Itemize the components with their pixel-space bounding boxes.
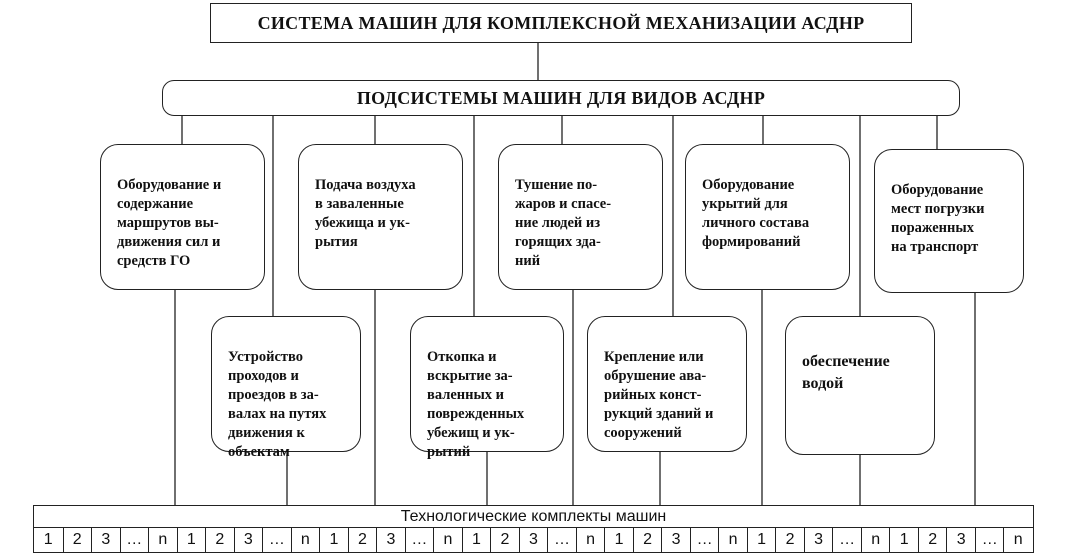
subsystems-box: ПОДСИСТЕМЫ МАШИН ДЛЯ ВИДОВ АСДНР xyxy=(162,80,960,116)
node-label: Крепление или обрушение ава- рийных конс… xyxy=(604,349,714,441)
node-label: Оборудование мест погрузки пораженных на… xyxy=(891,182,985,255)
node-route-equipment: Оборудование и содержание маршрутов вы- … xyxy=(100,144,265,290)
table-cell: 2 xyxy=(632,528,662,552)
node-label: Оборудование укрытий для личного состава… xyxy=(702,177,810,250)
system-title-box: СИСТЕМА МАШИН ДЛЯ КОМПЛЕКСНОЙ МЕХАНИЗАЦИ… xyxy=(210,3,912,43)
table-cell: 3 xyxy=(803,528,833,552)
subsystems-title: ПОДСИСТЕМЫ МАШИН ДЛЯ ВИДОВ АСДНР xyxy=(356,87,766,108)
table-cell: 2 xyxy=(775,528,804,552)
table-cell: … xyxy=(974,528,1004,552)
system-title: СИСТЕМА МАШИН ДЛЯ КОМПЛЕКСНОЙ МЕХАНИЗАЦИ… xyxy=(257,12,865,33)
table-cell: 3 xyxy=(91,528,120,552)
table-cell: 2 xyxy=(490,528,519,552)
table-cell: 1 xyxy=(889,528,918,552)
table-cell: … xyxy=(404,528,434,552)
node-loading-places: Оборудование мест погрузки пораженных на… xyxy=(874,149,1024,293)
node-label: Оборудование и содержание маршрутов вы- … xyxy=(117,177,222,269)
table-cell: 3 xyxy=(376,528,405,552)
node-label: Подача воздуха в заваленные убежища и ук… xyxy=(315,177,416,250)
node-fire-rescue: Тушение по- жаров и спасе- ние людей из … xyxy=(498,144,663,290)
node-label: Откопка и вскрытие за- валенных и повреж… xyxy=(427,349,525,460)
table-cell: 1 xyxy=(176,528,206,552)
table-cell: … xyxy=(689,528,719,552)
table-cell: … xyxy=(119,528,149,552)
table-cell: 2 xyxy=(917,528,947,552)
node-label: обеспечение водой xyxy=(802,353,890,392)
table-header-label: Технологические комплекты машин xyxy=(400,507,667,525)
node-water-supply: обеспечение водой xyxy=(785,316,935,455)
table-cell: 3 xyxy=(946,528,975,552)
table-cell: 1 xyxy=(43,531,53,548)
table-cell: n xyxy=(290,528,320,552)
table-cell: 1 xyxy=(461,528,491,552)
table-cell: … xyxy=(262,528,291,552)
node-structures: Крепление или обрушение ава- рийных конс… xyxy=(587,316,747,452)
table-cell: n xyxy=(1003,528,1032,552)
node-excavation: Откопка и вскрытие за- валенных и повреж… xyxy=(410,316,564,460)
node-shelter-equipment: Оборудование укрытий для личного состава… xyxy=(685,144,850,290)
table-cell: n xyxy=(718,528,747,552)
table-cell: … xyxy=(832,528,861,552)
table-header: Технологические комплекты машин xyxy=(34,506,1033,528)
table-cell: 2 xyxy=(62,528,92,552)
table-cell: n xyxy=(860,528,890,552)
node-label: Устройство проходов и проездов в за- вал… xyxy=(228,349,327,460)
node-passages: Устройство проходов и проездов в за- вал… xyxy=(211,316,361,460)
node-label: Тушение по- жаров и спасе- ние людей из … xyxy=(515,177,612,269)
table-cell: 1 xyxy=(746,528,776,552)
table-cell: … xyxy=(547,528,576,552)
table-cell: 3 xyxy=(661,528,690,552)
node-air-supply: Подача воздуха в заваленные убежища и ук… xyxy=(298,144,463,290)
table-cell: n xyxy=(148,528,177,552)
table-cell: 2 xyxy=(205,528,234,552)
table-cell: 3 xyxy=(518,528,548,552)
table-cell: 1 xyxy=(319,528,348,552)
table-cell: n xyxy=(433,528,462,552)
table-cell: 2 xyxy=(347,528,377,552)
table-cell: n xyxy=(575,528,605,552)
table-cell: 3 xyxy=(233,528,263,552)
table-cell: 1 xyxy=(604,528,633,552)
